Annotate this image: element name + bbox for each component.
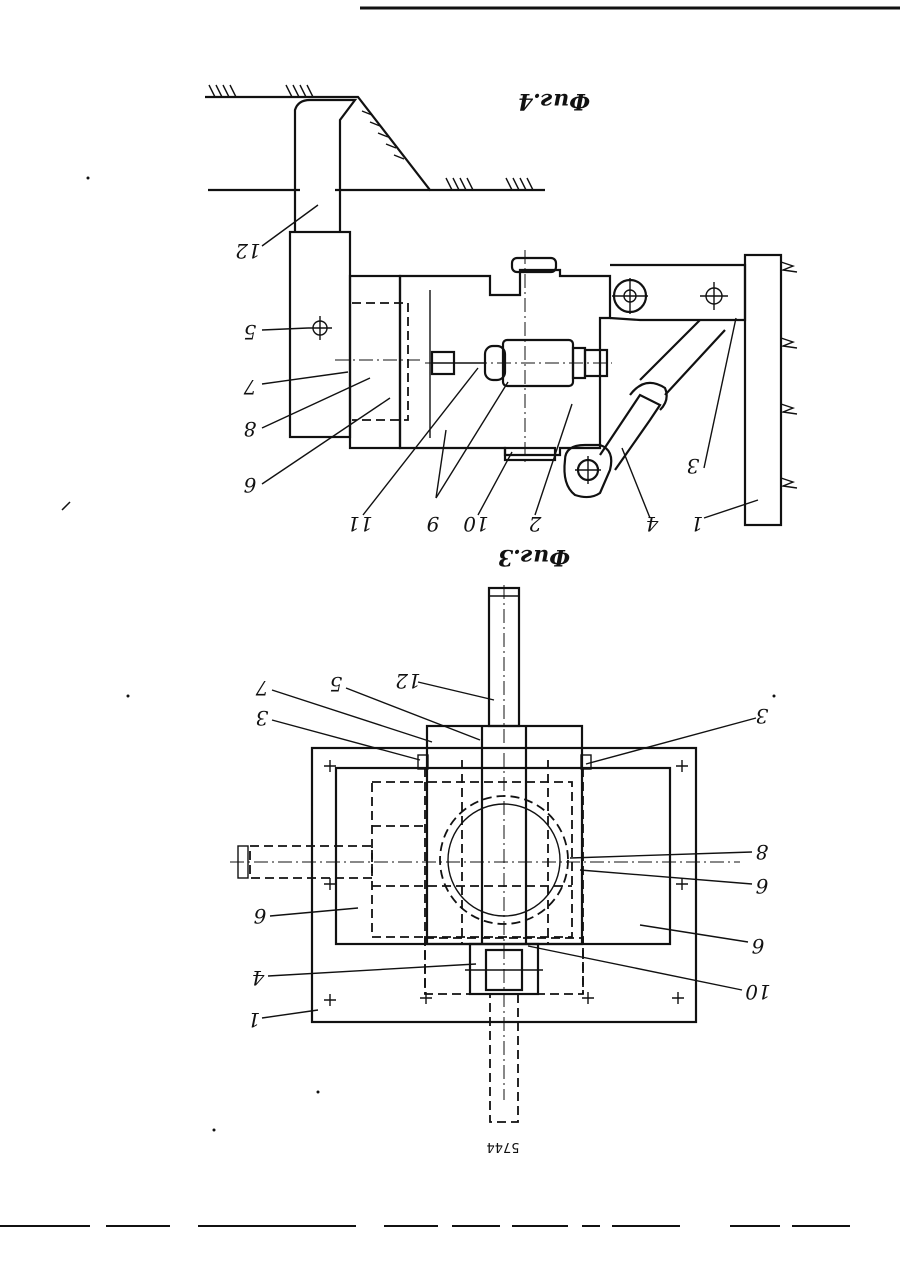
ground-upper-line bbox=[205, 97, 545, 190]
speck bbox=[87, 177, 90, 180]
fig4-label-3: 3 bbox=[687, 454, 700, 478]
fig3-label-1: 1 bbox=[248, 1008, 261, 1032]
fig4-caption: Фиг.4 bbox=[518, 88, 590, 114]
block-8 bbox=[350, 276, 400, 448]
fig4-label-7: 7 bbox=[243, 375, 256, 399]
fig3-label-7: 7 bbox=[255, 676, 268, 700]
base-1 bbox=[745, 255, 781, 525]
figure-4: 12 5 7 8 6 11 9 10 2 4 3 1 Фиг.4 bbox=[205, 85, 797, 536]
fig3-label-6c: 6 bbox=[751, 934, 764, 958]
fig3-label-6a: 6 bbox=[755, 874, 768, 898]
fig4-label-10: 10 bbox=[463, 512, 489, 536]
fig3-label-4: 4 bbox=[252, 966, 266, 990]
fig3-label-3a: 3 bbox=[256, 706, 269, 730]
speck bbox=[127, 695, 130, 698]
fig3-label-6b: 6 bbox=[253, 904, 266, 928]
fig4-label-6: 6 bbox=[243, 473, 256, 497]
speck bbox=[773, 695, 776, 698]
figure-3: Фиг.3 bbox=[230, 544, 771, 1154]
document-number: 5744 bbox=[486, 1139, 519, 1154]
speck bbox=[213, 1129, 216, 1132]
fig4-label-2: 2 bbox=[529, 512, 543, 536]
speck bbox=[62, 502, 70, 510]
blade-12 bbox=[295, 100, 355, 232]
fig4-leader-lines bbox=[262, 205, 758, 518]
ground-hatching bbox=[209, 85, 533, 190]
speck bbox=[317, 1091, 320, 1094]
fig3-label-12: 12 bbox=[395, 669, 420, 693]
fig3-label-5: 5 bbox=[330, 672, 343, 696]
fig3-label-10: 10 bbox=[745, 980, 771, 1004]
fig4-label-8: 8 bbox=[244, 417, 257, 441]
fig4-label-1: 1 bbox=[691, 512, 704, 536]
fig4-label-9: 9 bbox=[426, 512, 439, 536]
fig4-label-5: 5 bbox=[244, 320, 257, 344]
fig4-label-12: 12 bbox=[235, 239, 260, 263]
hydraulic-cylinder-4 bbox=[600, 395, 660, 470]
fig4-label-4: 4 bbox=[646, 512, 660, 536]
jack-9 bbox=[425, 340, 612, 386]
fig3-label-3b: 3 bbox=[756, 704, 769, 728]
fig3-caption: Фиг.3 bbox=[498, 544, 570, 570]
fig3-label-8: 8 bbox=[756, 840, 769, 864]
fig4-label-11: 11 bbox=[347, 512, 372, 536]
